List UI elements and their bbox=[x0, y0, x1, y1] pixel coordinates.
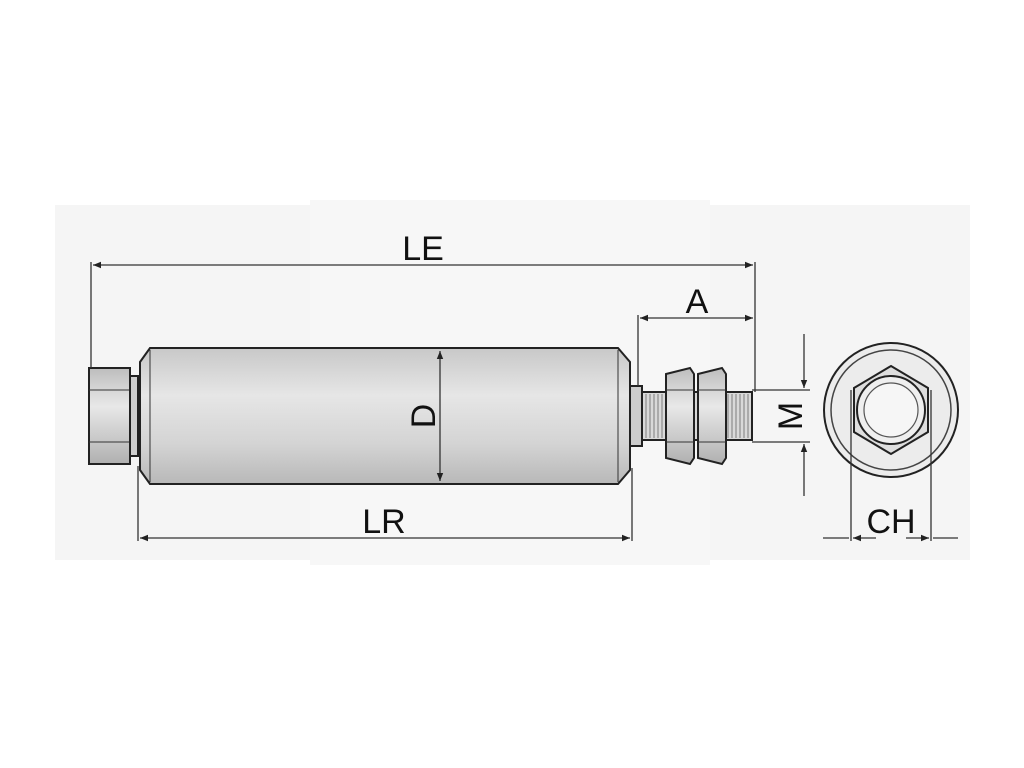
dimension-le: LE bbox=[90, 230, 756, 392]
dimension-m: M bbox=[752, 334, 810, 496]
label-m: M bbox=[772, 402, 810, 430]
left-hex-nut bbox=[88, 367, 139, 465]
right-collar bbox=[629, 385, 643, 447]
roller-body bbox=[139, 347, 631, 485]
label-lr: LR bbox=[362, 503, 405, 541]
end-view bbox=[823, 342, 959, 478]
label-d: D bbox=[405, 404, 443, 429]
label-ch: CH bbox=[866, 503, 915, 541]
shaft-nut-1 bbox=[665, 366, 695, 466]
label-a: A bbox=[686, 283, 709, 321]
dimension-ch: CH bbox=[823, 390, 958, 542]
shaft-nut-2 bbox=[697, 366, 727, 466]
label-le: LE bbox=[402, 230, 444, 268]
dimension-lr: LR bbox=[137, 466, 633, 542]
dimension-a: A bbox=[637, 283, 753, 386]
dimension-d: D bbox=[405, 351, 444, 481]
